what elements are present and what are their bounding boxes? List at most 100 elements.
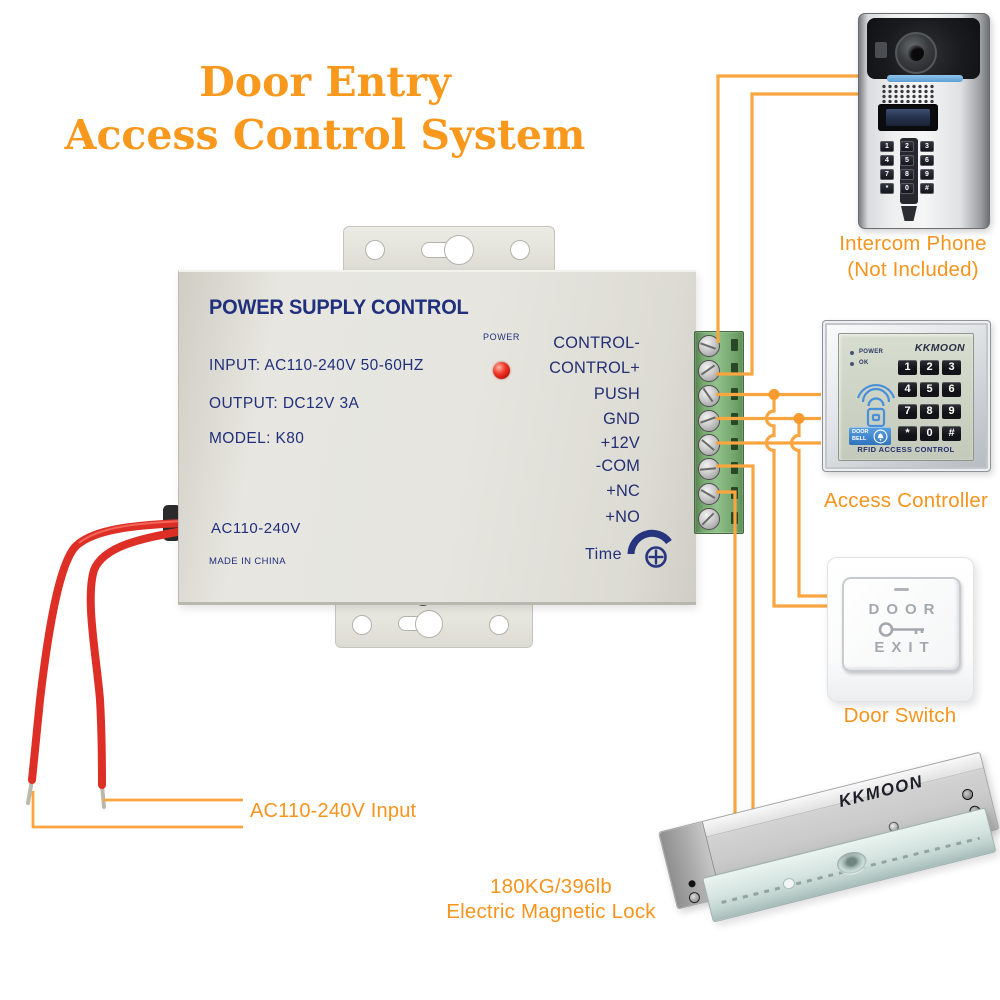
intercom-key: 6	[920, 155, 934, 166]
terminal-label-com: -COM	[595, 456, 640, 475]
psu-time-label: Time	[585, 546, 622, 563]
mount-hole	[365, 240, 385, 260]
mount-hole	[352, 615, 372, 635]
wire-highlight	[78, 520, 183, 544]
controller-power-label: POWER	[859, 349, 884, 355]
title-line-2: Access Control System	[64, 111, 586, 160]
line-nc-to-lock	[716, 490, 737, 816]
intercom-key: #	[920, 183, 934, 194]
doorswitch-caption: Door Switch	[843, 704, 957, 727]
key-icon	[878, 622, 924, 637]
line-gnd-to-doorswitch	[789, 418, 828, 598]
button-indicator	[894, 588, 909, 591]
terminal-label-12v: +12V	[600, 433, 640, 452]
controller-key: 0	[920, 426, 939, 441]
terminal-label-nc: +NC	[606, 481, 640, 500]
intercom-camera-panel	[867, 18, 980, 79]
intercom-key: 1	[880, 141, 894, 152]
psu-model-label: MODEL: K80	[209, 430, 305, 447]
intercom-key: 8	[900, 169, 914, 180]
terminal-label-push: PUSH	[593, 384, 640, 403]
door-switch: DOOR EXIT	[827, 557, 974, 702]
terminal-label-no: +NO	[605, 507, 640, 526]
controller-key: 1	[898, 360, 917, 375]
controller-key: 9	[942, 404, 961, 419]
time-dial-icon	[627, 529, 672, 568]
controller-key: *	[898, 426, 917, 441]
line-control-minus-to-intercom	[716, 74, 860, 343]
psu-name-label: POWER SUPPLY CONTROL	[209, 295, 469, 319]
psu-voltage-label: AC110-240V	[211, 520, 301, 537]
controller-keypad: 1 2 3 4 5 6 7 8 9 * 0 #	[898, 360, 961, 441]
camera-lens	[908, 45, 924, 61]
intercom-key: 5	[900, 155, 914, 166]
intercom-key: 9	[920, 169, 934, 180]
lock-screw	[960, 787, 975, 802]
intercom-key: 2	[900, 141, 914, 152]
intercom-keypad: 1 2 3 4 5 6 7 8 9 * 0 #	[880, 141, 940, 194]
junction-dot	[768, 389, 780, 400]
intercom-bottom-notch	[901, 206, 917, 221]
mount-hole	[489, 615, 509, 635]
door-exit-button: DOOR EXIT	[842, 577, 961, 672]
controller-ok-label: OK	[859, 360, 869, 366]
intercom-phone: 1 2 3 4 5 6 7 8 9 * 0 #	[858, 13, 990, 229]
speaker-grille-icon	[881, 84, 935, 103]
ac-input-label: AC110-240V Input	[250, 800, 417, 822]
intercom-caption-line1: Intercom Phone	[839, 232, 987, 255]
doorswitch-word-door: DOOR	[868, 601, 942, 618]
plate-pin	[781, 876, 797, 891]
intercom-caption: Intercom Phone (Not Included)	[823, 231, 1000, 283]
controller-key: 2	[920, 360, 939, 375]
page-title: Door Entry Access Control System	[60, 56, 590, 163]
intercom-display	[878, 104, 938, 131]
red-wire-right	[86, 527, 186, 789]
terminal-label-gnd: GND	[603, 409, 640, 428]
line-control-plus-to-intercom	[716, 92, 860, 376]
keyhole	[415, 610, 443, 638]
power-indicator-icon	[850, 351, 854, 355]
terminal-label-control-minus: CONTROL-	[553, 333, 640, 352]
camera-icon	[895, 32, 937, 74]
psu-made-in-label: MADE IN CHINA	[209, 556, 286, 567]
red-wire-left	[28, 519, 186, 784]
intercom-blue-strip	[887, 75, 963, 82]
line-com-to-lock	[716, 464, 755, 812]
psu-power-led-label: POWER	[483, 332, 521, 342]
rfid-waves-icon	[856, 383, 896, 428]
lock-caption-line1: 180KG/396lb	[490, 875, 612, 898]
keyhole	[444, 235, 474, 265]
intercom-caption-line2: (Not Included)	[847, 258, 979, 282]
plate-hole	[834, 848, 869, 877]
junction-dot	[793, 413, 805, 424]
mount-hole	[510, 240, 530, 260]
lock-caption: 180KG/396lb Electric Magnetic Lock	[398, 874, 704, 924]
controller-key: 7	[898, 404, 917, 419]
doorswitch-word-exit: EXIT	[874, 639, 936, 656]
intercom-key: 4	[880, 155, 894, 166]
controller-key: 4	[898, 382, 917, 397]
controller-key: 3	[942, 360, 961, 375]
line-push-to-doorswitch	[764, 394, 828, 608]
intercom-key: *	[880, 183, 894, 194]
terminal-label-control-plus: CONTROL+	[549, 358, 640, 377]
line-ac-input-b	[31, 791, 243, 829]
psu-output-label: OUTPUT: DC12V 3A	[209, 395, 360, 412]
psu-bottom-bracket	[335, 597, 533, 648]
intercom-key: 0	[900, 183, 914, 194]
power-led-icon	[493, 362, 510, 379]
intercom-key: 3	[920, 141, 934, 152]
power-supply-unit: POWER SUPPLY CONTROL INPUT: AC110-240V 5…	[178, 270, 696, 605]
controller-key: #	[942, 426, 961, 441]
controller-key: 5	[920, 382, 939, 397]
controller-brand: KKMOON	[914, 342, 965, 354]
controller-footer-label: RFID ACCESS CONTROL	[857, 445, 955, 454]
controller-key: 8	[920, 404, 939, 419]
